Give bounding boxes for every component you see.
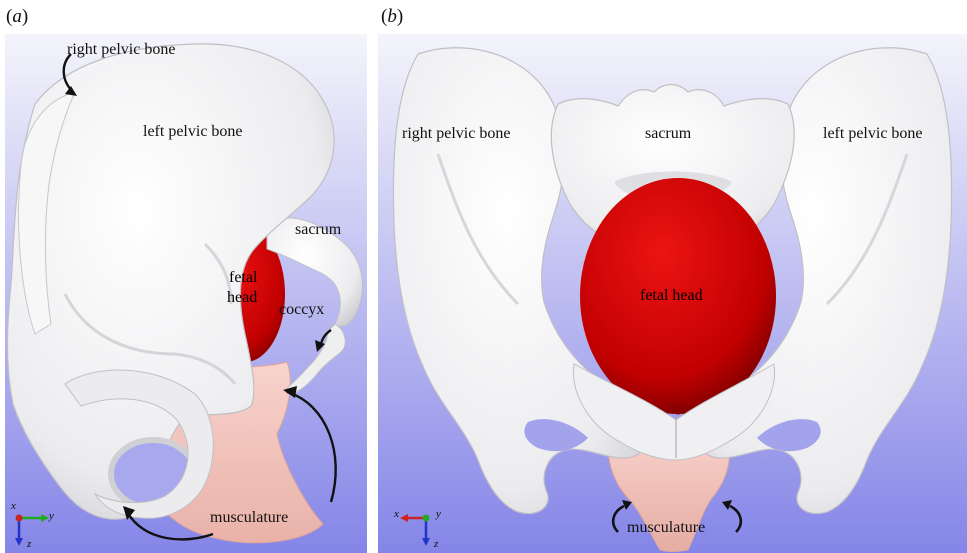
panel-a-label: (a) — [6, 6, 28, 28]
axis-label-y-a: y — [49, 510, 54, 522]
label-coccyx-a: coccyx — [279, 302, 324, 318]
axis-label-y-b: y — [436, 508, 441, 520]
label-fetal-a: fetal — [229, 270, 257, 286]
label-right-pelvic-bone-a: right pelvic bone — [67, 42, 175, 58]
label-right-pelvic-bone-b: right pelvic bone — [402, 126, 510, 142]
label-sacrum-b: sacrum — [645, 126, 691, 142]
axis-label-x-a: x — [11, 500, 16, 512]
panel-b-render: right pelvic bone sacrum left pelvic bon… — [378, 34, 967, 553]
label-head-a: head — [227, 290, 257, 306]
panel-a-scene — [5, 34, 367, 553]
label-musculature-a: musculature — [210, 510, 288, 526]
label-fetal-head-b: fetal head — [640, 288, 703, 304]
panel-a-render: right pelvic bone left pelvic bone sacru… — [5, 34, 367, 553]
label-sacrum-a: sacrum — [295, 222, 341, 238]
label-musculature-b: musculature — [627, 520, 705, 536]
label-left-pelvic-bone-b: left pelvic bone — [823, 126, 923, 142]
panel-b-label: (b) — [381, 6, 403, 28]
axis-label-z-a: z — [27, 538, 31, 550]
axis-label-z-b: z — [434, 538, 438, 550]
label-left-pelvic-bone-a: left pelvic bone — [143, 124, 243, 140]
axis-label-x-b: x — [394, 508, 399, 520]
